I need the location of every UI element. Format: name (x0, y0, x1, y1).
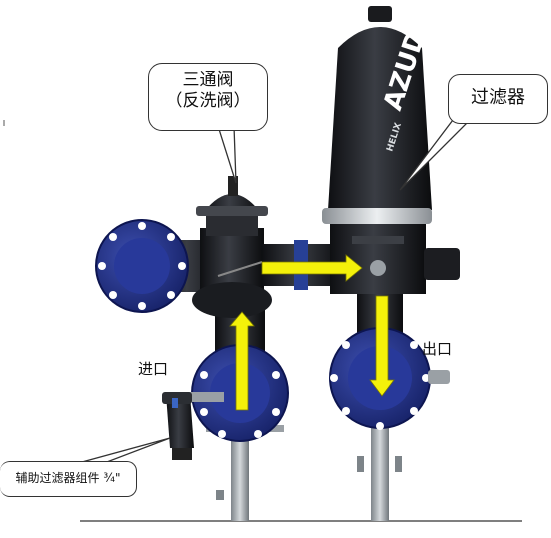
outlet-flange (329, 290, 450, 430)
callout-three-way-valve-title: 三通阀 (182, 70, 234, 90)
callout-three-way-valve: 三通阀 （反洗阀） (148, 63, 268, 131)
auxiliary-filter (162, 392, 224, 460)
callout-filter: 过滤器 (448, 74, 548, 124)
callout-aux-filter: 辅助过滤器组件 ¾" (0, 461, 137, 497)
left-flange-assembly (95, 219, 225, 313)
outlet-label: 出口 (422, 340, 453, 358)
callout-aux-filter-label: 辅助过滤器组件 ¾" (15, 471, 121, 485)
inlet-label: 进口 (138, 360, 169, 378)
crossover-flow-arrow (261, 254, 363, 282)
callout-filter-label: 过滤器 (471, 87, 525, 108)
inlet-flow-arrow (229, 311, 255, 411)
three-way-valve (192, 176, 272, 318)
filter-housing: AZUD HELIX (322, 6, 460, 294)
callout-backwash-valve-subtitle: （反洗阀） (165, 91, 251, 112)
outlet-flow-arrow (369, 295, 395, 397)
flow-arrows (229, 254, 395, 411)
